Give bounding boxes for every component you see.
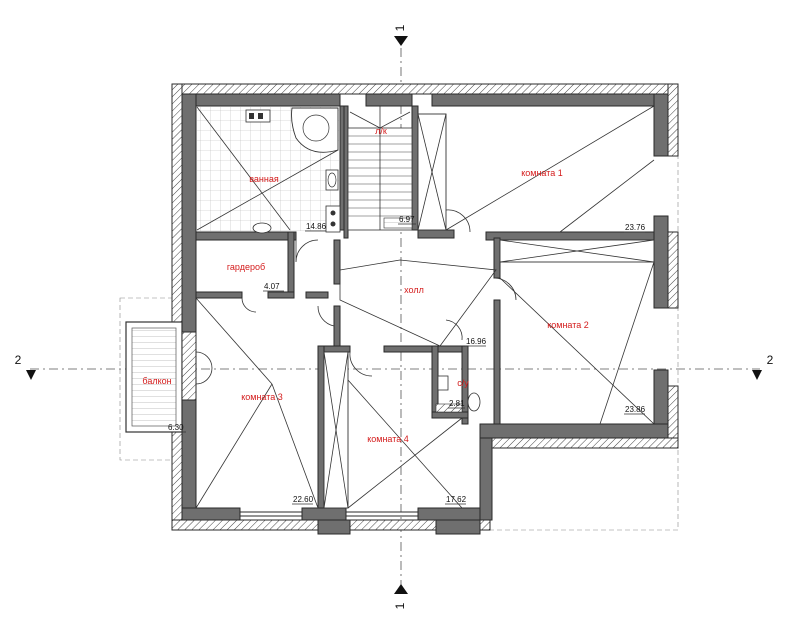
room-areas: 14.86 6.97 23.76 4.07 16.96 23.86 6.30 2… bbox=[168, 215, 646, 504]
door-icon bbox=[241, 297, 257, 313]
closets bbox=[323, 113, 655, 509]
area-balcony: 6.30 bbox=[168, 423, 184, 432]
balcony bbox=[125, 321, 197, 433]
area-room4: 17.62 bbox=[446, 495, 467, 504]
area-bathroom: 14.86 bbox=[306, 222, 327, 231]
toilet-icon bbox=[325, 169, 339, 191]
area-room1: 23.76 bbox=[625, 223, 646, 232]
washer-icon bbox=[325, 205, 341, 233]
axis-label-left: 2 bbox=[15, 353, 22, 367]
room-label-room3: комната 3 bbox=[241, 392, 283, 402]
toilet-icon bbox=[467, 392, 481, 412]
section-arrow-icon bbox=[26, 370, 36, 380]
area-underlines bbox=[167, 223, 645, 505]
room-label-hall: холл bbox=[404, 285, 424, 295]
axis-label-right: 2 bbox=[767, 353, 774, 367]
door-icon bbox=[295, 239, 319, 263]
door-icon bbox=[445, 319, 463, 341]
room-diagonals bbox=[195, 105, 655, 509]
area-wardrobe: 4.07 bbox=[264, 282, 280, 291]
room-label-room2: комната 2 bbox=[547, 320, 589, 330]
section-arrow-icon bbox=[394, 584, 408, 594]
room-label-room1: комната 1 bbox=[521, 168, 563, 178]
room-label-stair: л/к bbox=[375, 126, 387, 136]
doors bbox=[195, 209, 517, 385]
room-label-wardrobe: гардероб bbox=[227, 262, 265, 272]
room-label-bathroom: ванная bbox=[249, 174, 279, 184]
axis-label-top: 1 bbox=[393, 24, 407, 31]
axis-label-bottom: 1 bbox=[393, 602, 407, 609]
sink-icon bbox=[252, 222, 272, 234]
area-stair: 6.97 bbox=[399, 215, 415, 224]
door-icon bbox=[195, 351, 213, 385]
door-icon bbox=[317, 305, 335, 327]
area-hall: 16.96 bbox=[466, 337, 487, 346]
area-room2: 23.86 bbox=[625, 405, 646, 414]
section-arrow-icon bbox=[394, 36, 408, 46]
section-arrow-icon bbox=[752, 370, 762, 380]
area-room3: 22.60 bbox=[293, 495, 314, 504]
door-icon bbox=[493, 277, 517, 301]
room-label-wc: с/у bbox=[457, 378, 469, 388]
sink-icon bbox=[437, 375, 449, 391]
bathroom bbox=[196, 106, 341, 234]
room-label-balcony: балкон bbox=[142, 376, 171, 386]
door-icon bbox=[349, 351, 373, 377]
area-wc: 2.81 bbox=[449, 399, 465, 408]
bathtub-icon bbox=[291, 107, 339, 153]
room-labels: ванная л/к комната 1 гардероб холл комна… bbox=[142, 126, 588, 444]
door-icon bbox=[445, 209, 471, 233]
section-markers: 1 1 2 2 bbox=[15, 24, 774, 609]
staircase bbox=[347, 106, 413, 231]
partitions bbox=[195, 105, 655, 509]
bearing-walls bbox=[181, 93, 669, 535]
room-label-room4: комната 4 bbox=[367, 434, 409, 444]
